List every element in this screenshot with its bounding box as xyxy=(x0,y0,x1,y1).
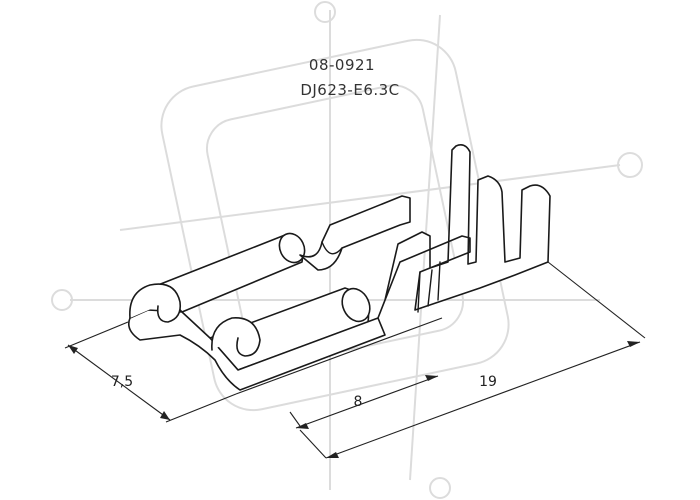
article-code-label: 08-0921 xyxy=(309,56,375,74)
crimp-length-dimension-label: 8 xyxy=(354,394,363,410)
back-curl xyxy=(129,283,182,323)
crimp-inner-lines xyxy=(417,261,441,313)
crimp-wings xyxy=(377,144,551,319)
back-roll-end xyxy=(278,232,306,264)
dimension-lines xyxy=(64,261,646,459)
connector-part xyxy=(127,144,551,391)
front-curl xyxy=(211,317,261,357)
watermark-logo xyxy=(51,1,643,499)
model-code-label: DJ623-E6.3C xyxy=(300,81,399,99)
back-wall-bend xyxy=(321,241,343,255)
total-length-dimension-label: 19 xyxy=(479,374,497,390)
front-roll-end xyxy=(341,287,371,323)
width-dimension-label: 7,5 xyxy=(111,374,133,390)
back-wall xyxy=(299,195,411,271)
base-plate xyxy=(127,309,386,391)
